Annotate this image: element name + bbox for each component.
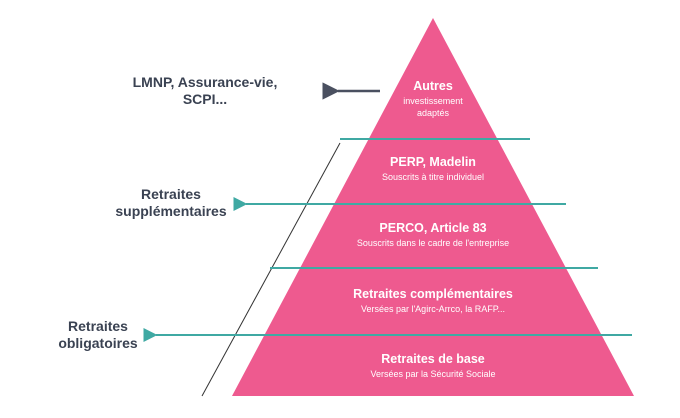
side-label-supplementary: Retraites supplémentaires [96, 186, 246, 220]
tier-subtitle: adaptés [417, 108, 450, 118]
tier-subtitle: Versées par l'Agirc-Arrco, la RAFP... [361, 304, 505, 314]
side-label-line: supplémentaires [115, 203, 227, 219]
tier-retraites-de-base: Retraites de base Versées par la Sécurit… [370, 352, 495, 379]
diagonal-guide-line [201, 142, 341, 397]
tier-subtitle: Versées par la Sécurité Sociale [370, 369, 495, 379]
tier-title: Autres [413, 79, 453, 93]
pyramid-shape [232, 18, 634, 396]
side-label-mandatory: Retraites obligatoires [40, 318, 156, 352]
tier-title: PERCO, Article 83 [379, 221, 486, 235]
tier-title: Retraites de base [381, 352, 485, 366]
tier-retraites-complementaires: Retraites complémentaires Versées par l'… [353, 287, 513, 314]
side-label-line: obligatoires [58, 335, 138, 351]
tier-subtitle: Souscrits dans le cadre de l'entreprise [357, 238, 509, 248]
side-label-line: Retraites [68, 318, 128, 334]
tier-title: PERP, Madelin [390, 155, 476, 169]
tier-subtitle: investissement [403, 96, 463, 106]
tier-title: Retraites complémentaires [353, 287, 513, 301]
tier-subtitle: Souscrits à titre individuel [382, 172, 484, 182]
side-label-line: SCPI... [182, 91, 228, 107]
side-label-investments: LMNP, Assurance-vie, SCPI... [110, 74, 300, 108]
side-label-line: LMNP, Assurance-vie, [132, 74, 278, 90]
tier-autres: Autres investissement adaptés [403, 79, 463, 118]
side-label-line: Retraites [141, 186, 201, 202]
tier-perp-madelin: PERP, Madelin Souscrits à titre individu… [382, 155, 484, 182]
tier-perco-article-83: PERCO, Article 83 Souscrits dans le cadr… [357, 221, 509, 248]
